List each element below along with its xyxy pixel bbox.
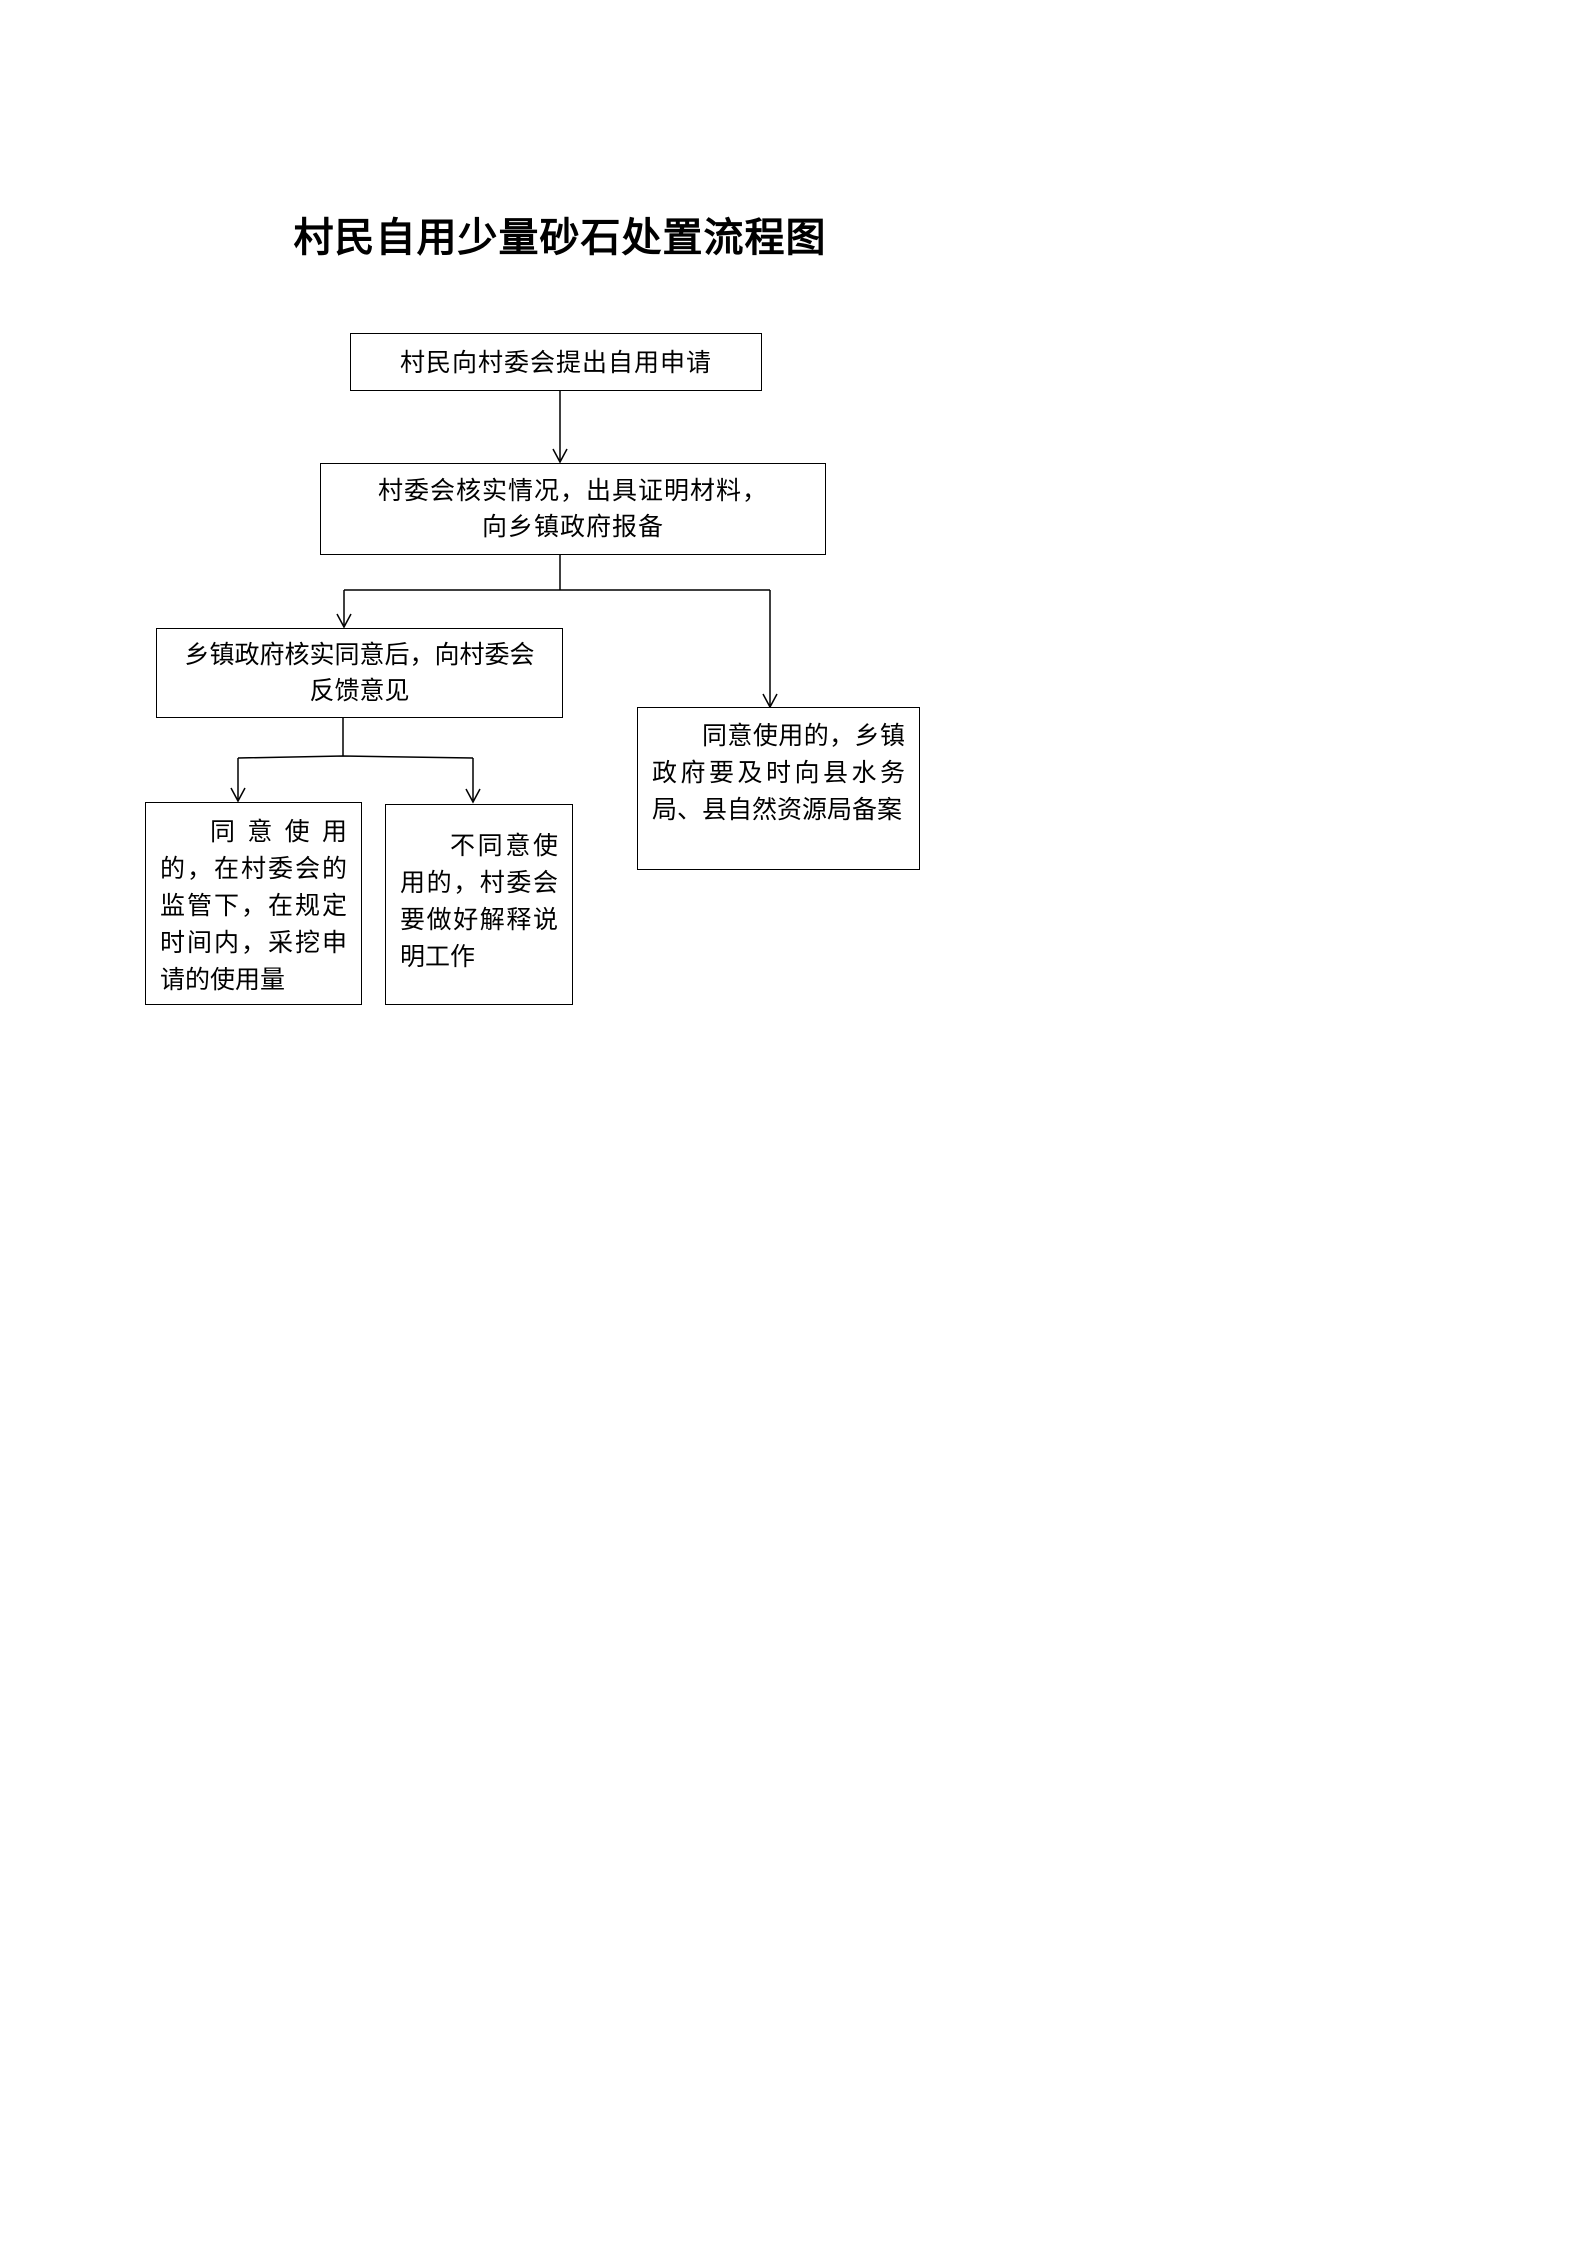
node-feedback-line-1: 乡镇政府核实同意后，向村委会 xyxy=(184,640,535,669)
node-disagree-text: 不同意使用的，村委会要做好解释说明工作 xyxy=(400,831,558,971)
node-feedback: 乡镇政府核实同意后，向村委会 反馈意见 xyxy=(156,628,563,718)
node-verify-line-2: 向乡镇政府报备 xyxy=(481,512,664,541)
node-agree-use: 同意使用的，在村委会的监管下，在规定时间内，采挖申请的使用量 xyxy=(145,802,362,1005)
node-disagree: 不同意使用的，村委会要做好解释说明工作 xyxy=(385,804,573,1005)
arrowhead xyxy=(465,788,481,804)
arrowhead xyxy=(336,613,352,629)
node-verify: 村委会核实情况，出具证明材料， 向乡镇政府报备 xyxy=(320,463,826,555)
page-title: 村民自用少量砂石处置流程图 xyxy=(293,214,827,261)
node-file-record-text: 同意使用的，乡镇政府要及时向县水务局、县自然资源局备案 xyxy=(652,721,905,824)
node-verify-line-1: 村委会核实情况，出具证明材料， xyxy=(377,476,768,505)
node-file-record: 同意使用的，乡镇政府要及时向县水务局、县自然资源局备案 xyxy=(637,707,920,870)
node-apply-text: 村民向村委会提出自用申请 xyxy=(399,347,712,377)
connector-feedback-branch xyxy=(237,755,474,759)
node-feedback-line-2: 反馈意见 xyxy=(309,676,410,705)
arrowhead xyxy=(552,448,568,464)
node-apply: 村民向村委会提出自用申请 xyxy=(350,333,762,391)
node-agree-use-text: 同意使用的，在村委会的监管下，在规定时间内，采挖申请的使用量 xyxy=(160,817,347,994)
flow-connectors xyxy=(230,391,778,804)
arrowhead xyxy=(230,787,246,803)
